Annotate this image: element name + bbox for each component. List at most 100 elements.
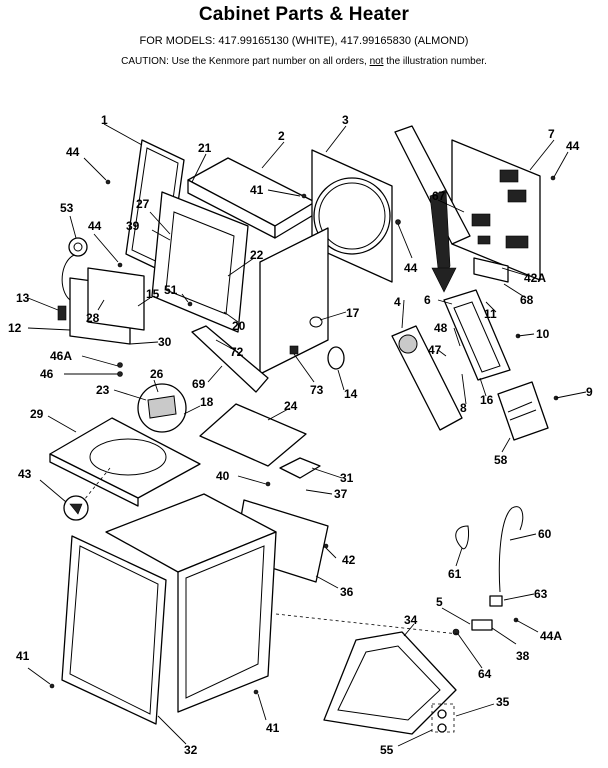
part-base-29: [49, 417, 201, 507]
callout-41-left: 41: [16, 649, 30, 663]
part-switch-53: [61, 237, 88, 301]
callout-32: 32: [184, 743, 198, 757]
caution-line: CAUTION: Use the Kenmore part number on …: [0, 56, 608, 67]
callout-1: 1: [101, 113, 108, 127]
part-switch-26: [137, 383, 187, 433]
part-strip-72: [191, 325, 269, 393]
caution-text: CAUTION: Use the Kenmore part number on …: [121, 56, 370, 67]
part-plug-14: [327, 346, 345, 370]
callout-labels: 1 2 3 7 44 21 41 44 67 53 44 27 39 22 44…: [8, 113, 593, 757]
callout-17: 17: [346, 306, 360, 320]
part-panel-24: [199, 403, 307, 467]
callout-37: 37: [334, 487, 348, 501]
callout-3: 3: [342, 113, 349, 127]
callout-41-bottom: 41: [266, 721, 280, 735]
caution-text-end: the illustration number.: [383, 56, 487, 67]
callout-29: 29: [30, 407, 44, 421]
part-door-frame-39: [151, 191, 249, 333]
callout-42: 42: [342, 553, 356, 567]
callout-44-left: 44: [66, 145, 80, 159]
page-title: Cabinet Parts & Heater: [198, 4, 410, 25]
callout-13: 13: [16, 291, 30, 305]
callout-7: 7: [548, 127, 555, 141]
callout-44-mid: 44: [88, 219, 102, 233]
callout-68: 68: [520, 293, 534, 307]
callout-67: 67: [432, 189, 446, 203]
callout-20: 20: [232, 319, 246, 333]
callout-72: 72: [230, 345, 244, 359]
callout-21: 21: [198, 141, 212, 155]
callout-42A: 42A: [524, 271, 546, 285]
callout-44A: 44A: [540, 629, 562, 643]
callout-9: 9: [586, 385, 593, 399]
callout-24: 24: [284, 399, 298, 413]
part-rear-panel-3: [311, 149, 401, 283]
callout-8: 8: [460, 401, 467, 415]
callout-2: 2: [278, 129, 285, 143]
callout-34: 34: [404, 613, 418, 627]
callout-48: 48: [434, 321, 448, 335]
callout-64: 64: [478, 667, 492, 681]
part-heater-housing-6: [443, 289, 511, 381]
part-valve-63: [452, 595, 503, 636]
callout-16: 16: [480, 393, 494, 407]
callout-38: 38: [516, 649, 530, 663]
callout-31: 31: [340, 471, 354, 485]
callout-36: 36: [340, 585, 354, 599]
callout-58: 58: [494, 453, 508, 467]
models-line: FOR MODELS: 417.99165130 (WHITE), 417.99…: [139, 35, 469, 47]
callout-63: 63: [534, 587, 548, 601]
callout-69: 69: [192, 377, 206, 391]
callout-41-top: 41: [250, 183, 264, 197]
part-top-2: [187, 157, 316, 239]
caution-emphasis: not: [369, 56, 384, 67]
leader-lines: [27, 123, 587, 747]
part-base-34: [323, 631, 457, 735]
callout-4: 4: [394, 295, 401, 309]
callout-46A: 46A: [50, 349, 72, 363]
part-side-panel-17: [259, 227, 329, 375]
callout-22: 22: [250, 248, 264, 262]
callout-35: 35: [496, 695, 510, 709]
callout-46: 46: [40, 367, 54, 381]
callout-43: 43: [18, 467, 32, 481]
callout-47: 47: [428, 343, 442, 357]
part-heater-4: [391, 325, 463, 431]
callout-44-center: 44: [404, 261, 418, 275]
part-hose-60: [455, 506, 524, 593]
callout-6: 6: [424, 293, 431, 307]
callout-55: 55: [380, 743, 394, 757]
callout-60: 60: [538, 527, 552, 541]
callout-30: 30: [158, 335, 172, 349]
callout-10: 10: [536, 327, 550, 341]
callout-44-right: 44: [566, 139, 580, 153]
callout-28: 28: [86, 311, 100, 325]
part-door-assembly-28: [57, 267, 145, 345]
callout-26: 26: [150, 367, 164, 381]
part-thermostat-58: [497, 381, 549, 441]
callout-73: 73: [310, 383, 324, 397]
callout-11: 11: [484, 307, 497, 321]
part-cabinet-panel-32: [61, 535, 167, 725]
part-switch-43: [63, 495, 89, 521]
callout-39: 39: [126, 219, 140, 233]
callout-14: 14: [344, 387, 358, 401]
callout-18: 18: [200, 395, 214, 409]
callout-61: 61: [448, 567, 462, 581]
callout-12: 12: [8, 321, 22, 335]
part-heater-duct: [394, 125, 471, 293]
part-rear-cover-7: [451, 139, 541, 365]
part-bracket-31: [279, 457, 321, 479]
callout-23: 23: [96, 383, 110, 397]
part-foot-35: [431, 703, 455, 733]
callout-53: 53: [60, 201, 74, 215]
callout-51: 51: [164, 283, 178, 297]
callout-5: 5: [436, 595, 443, 609]
callout-15: 15: [146, 287, 160, 301]
callout-40: 40: [216, 469, 230, 483]
callout-27: 27: [136, 197, 150, 211]
part-cabinet-shell: [105, 493, 277, 713]
screw-set: [49, 175, 559, 695]
